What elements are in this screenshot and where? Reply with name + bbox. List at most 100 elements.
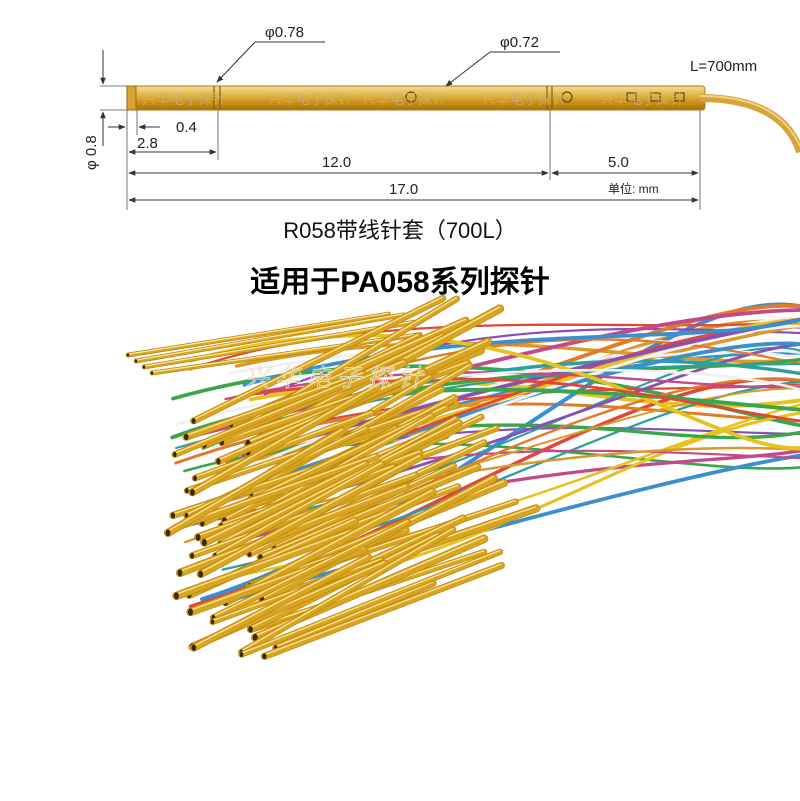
unit-label: 单位: mm — [608, 181, 659, 196]
tube-opening — [248, 626, 253, 633]
tube-opening — [170, 512, 176, 519]
gold-receptacle-tubes — [125, 294, 541, 660]
tube-highlight — [174, 381, 348, 454]
tube-watermark: 兴华电子探针 — [600, 91, 684, 107]
tube-opening — [190, 488, 195, 496]
receptacle-tube — [192, 410, 375, 481]
tube-highlight — [192, 384, 378, 492]
receptacle-tube — [238, 549, 503, 658]
receptacle-tube — [176, 483, 410, 577]
tube-highlight — [175, 454, 376, 527]
dimension-170: 17.0 — [128, 181, 699, 203]
dimension-04: 0.4 — [108, 119, 197, 136]
tube-highlight — [127, 312, 389, 355]
tube-highlight — [167, 428, 343, 532]
tube-opening — [201, 538, 207, 547]
receptacle-tube — [134, 313, 406, 363]
tube-opening — [185, 488, 189, 494]
product-application: 适用于PA058系列探针 — [250, 266, 550, 299]
tube-highlight — [200, 455, 420, 573]
tube-opening — [173, 592, 179, 600]
wire — [223, 453, 800, 604]
tube-highlight — [191, 473, 416, 555]
receptacle-tube — [172, 453, 379, 531]
tube-opening — [177, 569, 183, 577]
dimension-120: 12.0 — [128, 154, 549, 176]
receptacle-tube — [272, 580, 437, 651]
tube-opening — [191, 644, 197, 651]
receptacle-tube — [212, 461, 385, 559]
tube-highlight — [204, 462, 366, 542]
tube-watermark: 兴华电子探针 — [142, 91, 226, 107]
dimension-label: 17.0 — [389, 181, 418, 198]
photo-watermark: 兴 华 电 子 探 针 — [245, 365, 424, 392]
tube-highlight — [186, 371, 364, 436]
dimension-label: 2.8 — [137, 135, 158, 152]
tube-highlight — [135, 313, 404, 361]
tube-opening — [210, 619, 215, 625]
receptacle-tube — [210, 519, 411, 621]
dimension-label: φ0.78 — [265, 24, 304, 41]
dimension-28: 2.8 — [128, 135, 217, 155]
receptacle-tube — [172, 528, 357, 600]
product-name: R058带线针套（700L） — [283, 218, 517, 243]
receptacle-tube — [172, 380, 350, 458]
tube-watermark: 兴华电子探针 — [482, 91, 566, 107]
technical-drawing: 兴华电子探针 兴华电子探针 兴华电子探针 兴华电子探针 兴华电子探针 φ0.78… — [83, 24, 800, 210]
dimension-label: 12.0 — [322, 154, 351, 171]
tube-watermark: 兴华电子探针 — [362, 91, 446, 107]
tube-highlight — [260, 464, 478, 557]
tube-highlight — [193, 296, 444, 421]
tube-opening — [252, 633, 258, 642]
receptacle-tube — [126, 312, 391, 357]
dimension-label: 5.0 — [608, 154, 629, 171]
tube-opening — [183, 433, 189, 441]
extension-lines — [126, 110, 701, 210]
tube-opening — [134, 359, 138, 363]
dimension-diameter-078: φ0.78 — [216, 24, 325, 83]
tube-highlight — [214, 462, 382, 556]
tube-opening — [150, 371, 154, 375]
dimension-label: φ 0.8 — [83, 135, 100, 170]
wired-receptacle-bundle-photo: 兴 华 电 子 探 针 — [125, 294, 800, 660]
receptacle-tube — [190, 553, 372, 651]
tube-opening — [193, 475, 197, 481]
tube-opening — [191, 418, 196, 424]
receptacle-tube — [182, 370, 367, 441]
tube-highlight — [241, 527, 454, 652]
receptacle-tube — [150, 332, 423, 375]
dimension-label: 0.4 — [176, 119, 197, 136]
receptacle-tube — [200, 460, 369, 547]
wire-length-label: L=700mm — [690, 58, 757, 75]
dimension-diameter-08: φ 0.8 — [83, 50, 127, 170]
dimension-50: 5.0 — [551, 154, 699, 176]
tube-opening — [187, 608, 193, 616]
wire-curve — [699, 94, 800, 154]
tube-highlight — [151, 333, 421, 373]
tube-opening — [165, 529, 171, 537]
receptacle-tube — [189, 383, 381, 496]
tube-highlight — [176, 529, 353, 595]
tube-opening — [216, 458, 221, 465]
receptacle-tube — [261, 562, 505, 660]
receptacle-tube — [190, 295, 446, 424]
tube-highlight — [193, 555, 369, 647]
tube-opening — [173, 451, 177, 458]
receptacle-tube — [197, 453, 423, 578]
tube-highlight — [264, 563, 502, 656]
dimension-label: φ0.72 — [500, 34, 539, 51]
tube-opening — [190, 552, 195, 559]
tube-highlight — [219, 421, 460, 544]
dimension-diameter-072: φ0.72 — [445, 34, 560, 87]
tube-opening — [239, 651, 244, 658]
tube-opening — [195, 533, 201, 541]
tube-opening — [198, 570, 204, 578]
wire — [242, 318, 800, 387]
tube-highlight — [213, 520, 408, 617]
tube-highlight — [275, 581, 434, 648]
tube-opening — [262, 653, 267, 660]
tube-watermark: 兴华电子探针 — [268, 91, 352, 107]
tube-opening — [142, 365, 146, 369]
receptacle-tube — [164, 427, 346, 537]
